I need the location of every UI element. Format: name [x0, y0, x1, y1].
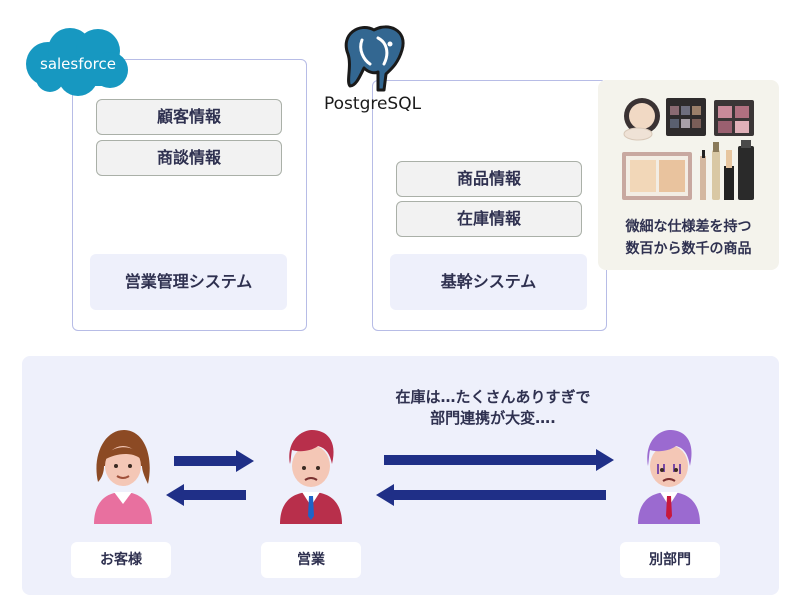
stock-problem-note-line1: 在庫は…たくさんありすぎで: [395, 388, 591, 406]
salesforce-wordmark: salesforce: [40, 55, 116, 73]
postgresql-wordmark: PostgreSQL: [324, 94, 422, 114]
cosmetics-illustration-icon: [622, 98, 754, 200]
core-system-label: 基幹システム: [390, 254, 587, 310]
role-label-customer: お客様: [71, 542, 171, 578]
products-caption-line1: 微細な仕様差を持つ: [625, 219, 752, 235]
role-label-sales: 営業: [261, 542, 361, 578]
customer-person-icon: [94, 430, 152, 524]
products-card: 微細な仕様差を持つ 数百から数千の商品: [598, 80, 779, 270]
product-info-item: 商品情報: [396, 161, 582, 197]
arrow-department-to-sales: [376, 484, 606, 506]
customer-info-item: 顧客情報: [96, 99, 282, 135]
other-department-person-icon: [638, 430, 700, 524]
sales-system-label: 営業管理システム: [90, 254, 287, 310]
role-label-other-department: 別部門: [620, 542, 720, 578]
stock-problem-note-line2: 部門連携が大変….: [430, 409, 556, 427]
stock-info-item: 在庫情報: [396, 201, 582, 237]
sales-person-icon: [280, 430, 342, 524]
arrow-sales-to-customer: [166, 484, 246, 506]
stock-problem-note: 在庫は…たくさんありすぎで 部門連携が大変….: [358, 387, 628, 429]
postgresql-elephant-logo: [344, 25, 405, 92]
deal-info-item: 商談情報: [96, 140, 282, 176]
products-caption-line2: 数百から数千の商品: [625, 241, 752, 257]
arrow-sales-to-department: [384, 449, 614, 471]
arrow-customer-to-sales: [174, 450, 254, 472]
salesforce-logo: salesforce: [26, 28, 128, 96]
